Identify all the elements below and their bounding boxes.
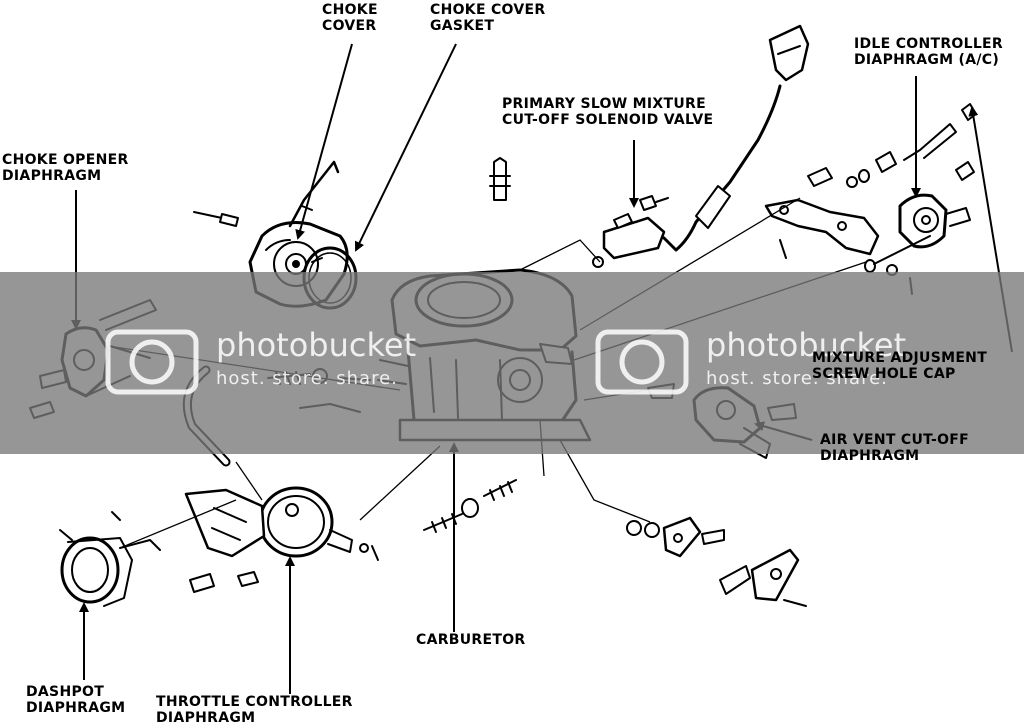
leader-choke-cover: [295, 43, 353, 240]
leader-choke-cover-gasket: [354, 43, 457, 252]
watermark-brand: photobucket: [216, 326, 417, 364]
throttle-controller-diaphragm-part: [184, 486, 379, 593]
watermark-right: photobucket host. store. share.: [594, 326, 974, 396]
watermark-tagline: host. store. share.: [216, 368, 398, 389]
adjust-screws-part: [423, 479, 517, 533]
idle-bracket-part: [764, 167, 880, 259]
label-carburetor: CARBURETOR: [416, 632, 526, 648]
watermark-tagline: host. store. share.: [706, 368, 888, 389]
photobucket-logo-icon: [595, 329, 689, 395]
solenoid-valve-part: [592, 24, 810, 268]
center-bolt-part: [489, 157, 511, 201]
dashpot-diaphragm-part: [59, 511, 161, 607]
idle-controller-diaphragm-part: [846, 103, 977, 295]
lower-right-parts: [626, 516, 807, 607]
photobucket-logo-icon: [105, 329, 199, 395]
choke-pin-part: [193, 211, 239, 227]
watermark-left: photobucket host. store. share.: [104, 326, 424, 396]
watermark-brand: photobucket: [706, 326, 907, 364]
